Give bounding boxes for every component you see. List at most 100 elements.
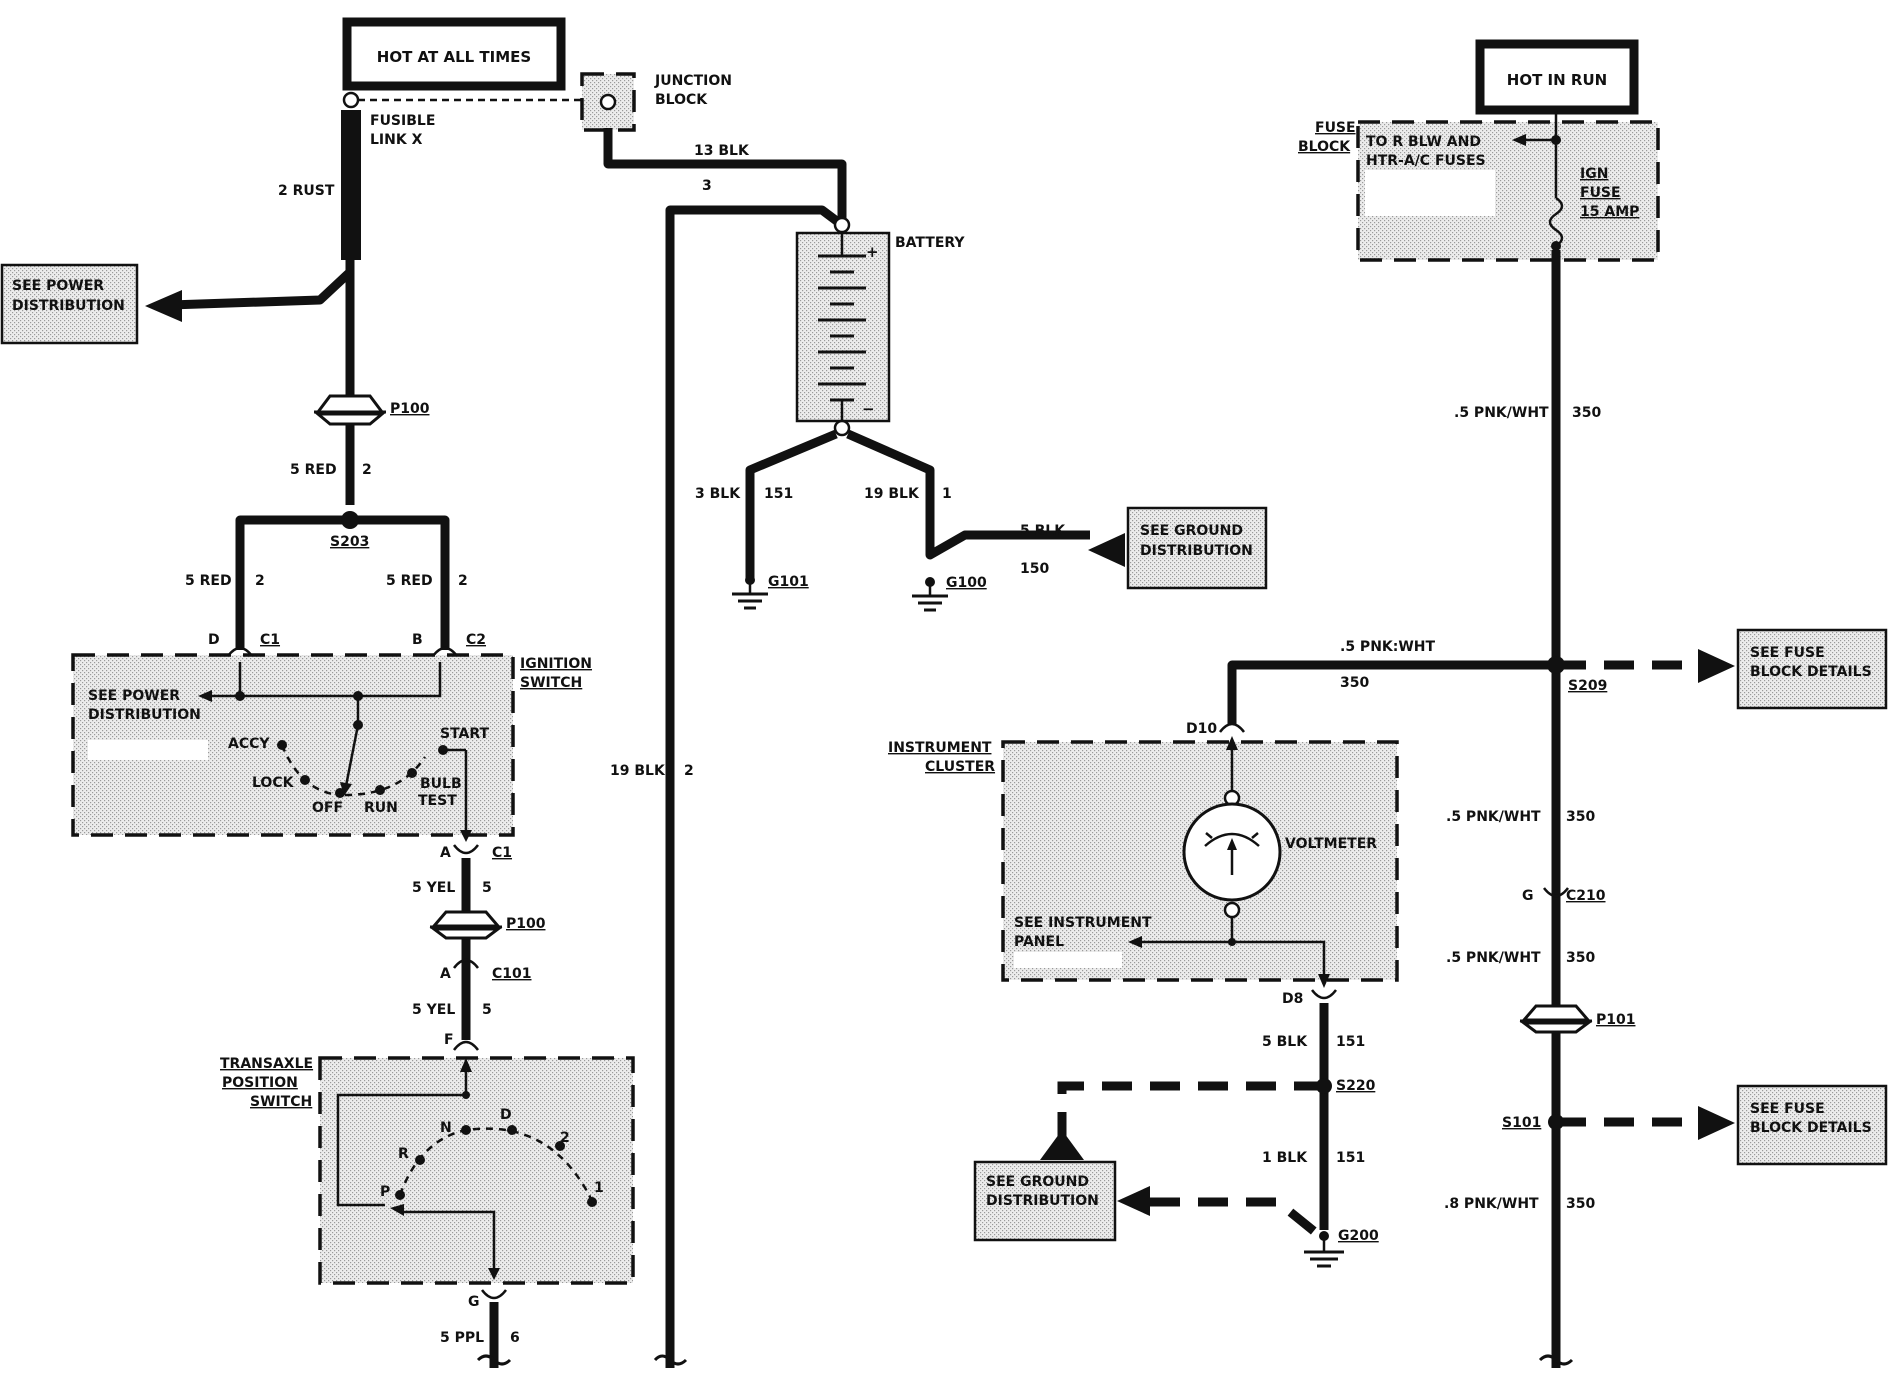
wire-5-yel-top: 5 YEL bbox=[412, 880, 455, 896]
ground-g101: G101 bbox=[732, 574, 809, 610]
see-fuse-top-1: SEE FUSE bbox=[1750, 645, 1825, 661]
wire-3-blk-label: 3 BLK bbox=[695, 486, 741, 502]
p100-label-bottom: P100 bbox=[506, 916, 546, 932]
ground-g100: G100 bbox=[912, 575, 987, 612]
fusible-link bbox=[341, 110, 361, 260]
ignition-switch: IGNITION SWITCH SEE POWER DISTRIBUTION A… bbox=[71, 653, 592, 842]
wire-3-blk bbox=[745, 429, 838, 578]
pin-g-label: G bbox=[468, 1294, 480, 1310]
see-fuse-block-details-box-top[interactable]: SEE FUSE BLOCK DETAILS bbox=[1736, 628, 1888, 710]
gear-r-label: R bbox=[398, 1146, 409, 1162]
wire-19-blk-long-label: 19 BLK bbox=[610, 763, 666, 779]
d10-label: D10 bbox=[1186, 721, 1217, 737]
svg-text:+: + bbox=[866, 243, 879, 261]
wire-19-blk-and-5-blk bbox=[846, 429, 1090, 560]
p100-label-top: P100 bbox=[390, 401, 430, 417]
fuse-block-label-2: BLOCK bbox=[1298, 139, 1351, 155]
fuse-block: FUSE BLOCK TO R BLW AND HTR-A/C FUSES IG… bbox=[1298, 110, 1660, 262]
wire-to-power-distribution bbox=[169, 268, 354, 310]
see-ground-distribution-box-bottom[interactable]: SEE GROUND DISTRIBUTION bbox=[973, 1160, 1117, 1242]
ckt-2-long: 2 bbox=[684, 763, 694, 779]
wire-pnk-wht-2: .5 PNK/WHT bbox=[1446, 809, 1541, 825]
arrow-power-distribution bbox=[145, 290, 182, 322]
gear-d-label: D bbox=[500, 1107, 512, 1123]
see-fuse-bottom-1: SEE FUSE bbox=[1750, 1101, 1825, 1117]
voltmeter-label: VOLTMETER bbox=[1285, 836, 1377, 852]
see-power-dist-2: DISTRIBUTION bbox=[12, 298, 125, 314]
ckt-2-left: 2 bbox=[255, 573, 265, 589]
fuse-block-label-1: FUSE bbox=[1315, 120, 1356, 136]
c1-label-top: C1 bbox=[260, 632, 280, 648]
p101-connector: P101 bbox=[1519, 1004, 1635, 1034]
pin-g-c210: G bbox=[1522, 888, 1534, 904]
ckt-150-label: 150 bbox=[1020, 561, 1049, 577]
test-label: TEST bbox=[418, 793, 457, 809]
ckt-350-3: 350 bbox=[1566, 809, 1595, 825]
wire-5-ppl-label: 5 PPL bbox=[440, 1330, 484, 1346]
wire-pnk-wht-1: .5 PNK/WHT bbox=[1454, 405, 1549, 421]
junction-label-1: JUNCTION bbox=[654, 73, 732, 89]
ckt-5-bottom: 5 bbox=[482, 1002, 492, 1018]
fusible-link-label-1: FUSIBLE bbox=[370, 113, 435, 129]
junction-label-2: BLOCK bbox=[655, 92, 708, 108]
instrument-label-2: CLUSTER bbox=[925, 759, 995, 775]
g100-label: G100 bbox=[946, 575, 987, 591]
see-inst-1: SEE INSTRUMENT bbox=[1014, 915, 1152, 931]
fusible-link-terminal bbox=[342, 91, 360, 109]
gear-1-label: 1 bbox=[594, 1180, 604, 1196]
transaxle-label-3: SWITCH bbox=[250, 1094, 312, 1110]
p101-label: P101 bbox=[1596, 1012, 1635, 1028]
to-r-blw-2: HTR-A/C FUSES bbox=[1366, 153, 1486, 169]
ckt-350-1: 350 bbox=[1572, 405, 1601, 421]
ckt-5-top: 5 bbox=[482, 880, 492, 896]
gear-p-label: P bbox=[380, 1184, 390, 1200]
transaxle-position-switch: TRANSAXLE POSITION SWITCH N D R 2 P 1 bbox=[220, 1056, 635, 1285]
see-ground-top-2: DISTRIBUTION bbox=[1140, 543, 1253, 559]
transaxle-label-1: TRANSAXLE bbox=[220, 1056, 313, 1072]
s101-label: S101 bbox=[1502, 1115, 1541, 1131]
see-power-dist-1: SEE POWER bbox=[12, 278, 104, 294]
ckt-350-5: 350 bbox=[1566, 1196, 1595, 1212]
wire-5-red-right: 5 RED bbox=[386, 573, 433, 589]
wire-5-red-top: 5 RED bbox=[290, 462, 337, 478]
run-label: RUN bbox=[364, 800, 398, 816]
ckt-2-right: 2 bbox=[458, 573, 468, 589]
wire-13-blk-label: 13 BLK bbox=[694, 143, 750, 159]
wire-19-blk-label: 19 BLK bbox=[864, 486, 920, 502]
wire-19-blk-long bbox=[665, 205, 841, 1368]
wire-pnk-wht-colon: .5 PNK:WHT bbox=[1340, 639, 1436, 655]
see-fuse-block-details-box-bottom[interactable]: SEE FUSE BLOCK DETAILS bbox=[1736, 1084, 1888, 1166]
d8-label: D8 bbox=[1282, 991, 1303, 1007]
see-ground-top-1: SEE GROUND bbox=[1140, 523, 1243, 539]
s220-label: S220 bbox=[1336, 1078, 1376, 1094]
arrow-ground-distribution bbox=[1088, 533, 1125, 567]
ign-see-power-2: DISTRIBUTION bbox=[88, 707, 201, 723]
c210-label: C210 bbox=[1566, 888, 1606, 904]
start-label: START bbox=[440, 726, 490, 742]
pin-d-label: D bbox=[208, 632, 220, 648]
wire-2-rust-label: 2 RUST bbox=[278, 183, 335, 199]
fusible-link-label-2: LINK X bbox=[370, 132, 423, 148]
hot-in-run-label: HOT IN RUN bbox=[1507, 71, 1607, 89]
see-ground-distribution-box-top[interactable]: SEE GROUND DISTRIBUTION bbox=[1126, 506, 1268, 590]
battery: + − BATTERY bbox=[795, 216, 965, 437]
wire-5-blk-label: 5 BLK bbox=[1020, 523, 1066, 539]
see-inst-2: PANEL bbox=[1014, 934, 1064, 950]
transaxle-label-2: POSITION bbox=[222, 1075, 298, 1091]
see-power-distribution-box[interactable]: SEE POWER DISTRIBUTION bbox=[0, 263, 139, 345]
to-r-blw-1: TO R BLW AND bbox=[1366, 134, 1481, 150]
ckt-151-s220: 151 bbox=[1336, 1150, 1365, 1166]
hot-in-run-box: HOT IN RUN bbox=[1475, 39, 1639, 115]
wire-3-label: 3 bbox=[702, 178, 712, 194]
ign-see-power-1: SEE POWER bbox=[88, 688, 180, 704]
ckt-350-2: 350 bbox=[1340, 675, 1369, 691]
junction-block: JUNCTION BLOCK bbox=[580, 72, 732, 132]
off-label: OFF bbox=[312, 800, 343, 816]
c2-label: C2 bbox=[466, 632, 486, 648]
ignition-label-2: SWITCH bbox=[520, 675, 582, 691]
ckt-151-label-top: 151 bbox=[764, 486, 793, 502]
svg-text:−: − bbox=[862, 400, 875, 418]
s203-label: S203 bbox=[330, 534, 369, 550]
gear-n-label: N bbox=[440, 1120, 452, 1136]
